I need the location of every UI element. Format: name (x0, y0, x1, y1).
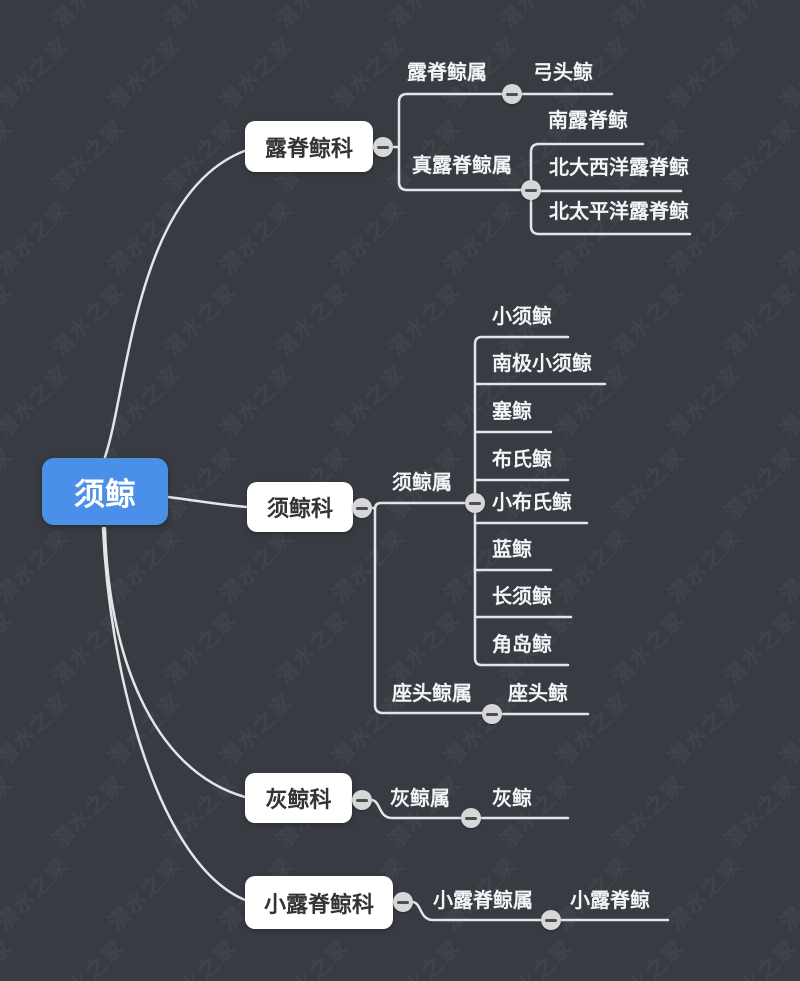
minus-icon (397, 900, 409, 904)
minus-icon (486, 712, 498, 716)
family-label: 小露脊鲸科 (263, 891, 374, 917)
family-label: 露脊鲸科 (264, 135, 353, 161)
species-label-1-0-3[interactable]: 布氏鲸 (492, 449, 552, 471)
minus-icon (377, 145, 389, 149)
species-label-1-0-2[interactable]: 塞鲸 (492, 401, 532, 423)
species-label-1-0-1[interactable]: 南极小须鲸 (492, 353, 592, 375)
collapse-button[interactable] (541, 910, 561, 930)
family-label: 须鲸科 (266, 496, 333, 521)
species-label-1-0-5[interactable]: 蓝鲸 (492, 539, 532, 561)
species-label-1-0-4[interactable]: 小布氏鲸 (492, 492, 572, 514)
collapse-button[interactable] (482, 704, 502, 724)
minus-icon (356, 506, 368, 510)
minus-icon (469, 501, 481, 505)
minus-icon (465, 816, 477, 820)
genus-label-0-1[interactable]: 真露脊鲸属 (412, 155, 512, 177)
species-label-0-1-0[interactable]: 南露脊鲸 (548, 110, 628, 132)
collapse-button[interactable] (461, 808, 481, 828)
family-node-1[interactable]: 须鲸科 (247, 482, 353, 532)
minus-icon (545, 918, 557, 922)
collapse-button[interactable] (393, 892, 413, 912)
collapse-button[interactable] (373, 137, 393, 157)
genus-label-0-0[interactable]: 露脊鲸属 (407, 62, 487, 84)
species-label-0-0-0[interactable]: 弓头鲸 (533, 62, 593, 84)
minus-icon (356, 798, 368, 802)
collapse-button[interactable] (465, 493, 485, 513)
family-node-0[interactable]: 露脊鲸科 (245, 121, 373, 172)
genus-label-3-0[interactable]: 小露脊鲸属 (433, 890, 533, 912)
species-label-1-1-0[interactable]: 座头鲸 (508, 683, 568, 705)
collapse-button[interactable] (352, 790, 372, 810)
collapse-button[interactable] (502, 84, 522, 104)
species-label-1-0-7[interactable]: 角岛鲸 (492, 634, 552, 656)
species-label-1-0-6[interactable]: 长须鲸 (492, 586, 552, 608)
genus-label-2-0[interactable]: 灰鲸属 (390, 788, 450, 810)
minus-icon (506, 92, 518, 96)
genus-label-1-0[interactable]: 须鲸属 (392, 472, 452, 494)
species-label-3-0-0[interactable]: 小露脊鲸 (570, 890, 650, 912)
species-label-0-1-2[interactable]: 北太平洋露脊鲸 (549, 201, 689, 223)
collapse-button[interactable] (352, 498, 372, 518)
family-node-2[interactable]: 灰鲸科 (245, 773, 352, 823)
root-label: 须鲸 (74, 477, 136, 512)
collapse-button[interactable] (521, 180, 541, 200)
genus-label-1-1[interactable]: 座头鲸属 (392, 683, 472, 705)
species-label-1-0-0[interactable]: 小须鲸 (492, 306, 552, 328)
species-label-2-0-0[interactable]: 灰鲸 (492, 788, 532, 810)
branch-paths (101, 92, 692, 922)
species-label-0-1-1[interactable]: 北大西洋露脊鲸 (549, 157, 689, 179)
family-label: 灰鲸科 (265, 787, 332, 812)
root-node[interactable]: 须鲸 (42, 458, 168, 525)
family-node-3[interactable]: 小露脊鲸科 (245, 876, 393, 929)
minus-icon (525, 188, 537, 192)
